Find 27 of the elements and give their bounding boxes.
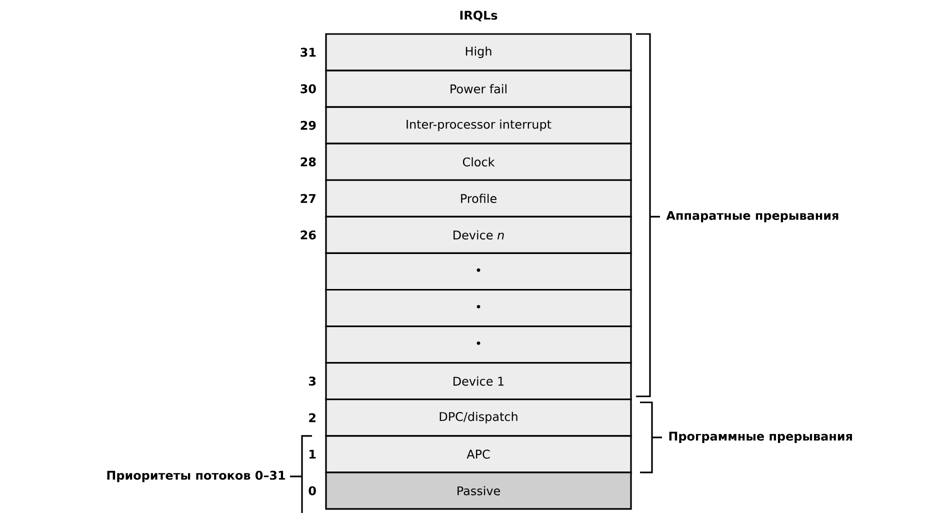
level-cell: Power fail: [325, 70, 632, 108]
level-number: 3: [308, 376, 316, 386]
level-number: 27: [300, 194, 316, 203]
level-cell: Passive: [325, 472, 632, 510]
level-cell: Inter-processor interrupt: [325, 106, 632, 144]
level-number: 31: [300, 48, 316, 57]
level-cell: Profile: [325, 179, 632, 218]
bracket-label: Программные прерывания: [669, 432, 852, 443]
bracket-label: Приоритеты потоков 0–31: [107, 470, 286, 482]
level-number: 1: [310, 450, 316, 459]
title: IRQLs: [460, 10, 498, 22]
level-cell: •: [325, 326, 632, 364]
level-cell: •: [325, 288, 632, 328]
level-cell: DPC/dispatch: [325, 398, 632, 437]
bracket-label: Аппаратные прерывания: [666, 211, 838, 222]
level-cell: Clock: [325, 142, 632, 181]
level-number: 29: [300, 120, 316, 130]
level-number: 2: [309, 413, 316, 422]
level-cell: APC: [325, 435, 632, 474]
level-cell: High: [325, 33, 632, 72]
level-number: 26: [300, 230, 316, 240]
level-number: 0: [308, 486, 316, 496]
level-number: 30: [300, 84, 316, 94]
level-cell: Device 1: [325, 362, 632, 400]
level-number: 28: [300, 157, 316, 166]
level-cell: Device n: [325, 216, 632, 254]
level-cell: •: [325, 252, 632, 291]
